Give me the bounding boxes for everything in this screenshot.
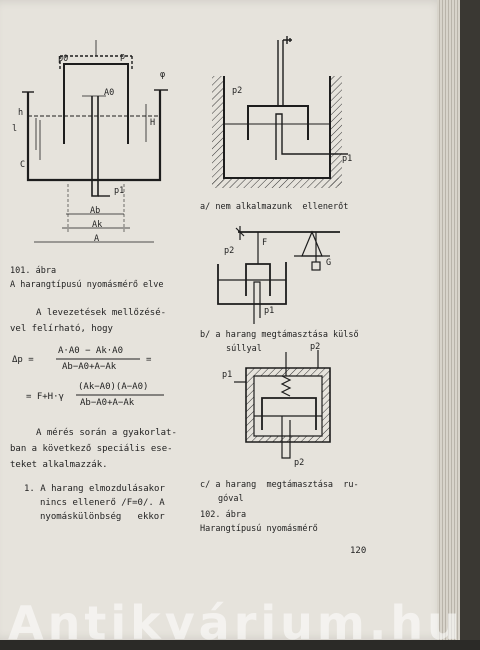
label-b-F: F: [262, 238, 268, 248]
label-l: l: [12, 124, 18, 134]
body-para1-line1: A levezetések mellőzésé-: [36, 308, 167, 318]
equation1-denominator: Ab−A0+A−Ak: [62, 362, 117, 372]
label-C: C: [20, 160, 26, 170]
equation1-equals: =: [146, 355, 152, 365]
page-number: 120: [350, 546, 367, 556]
label-Ab: Ab: [90, 206, 101, 216]
equation1-numerator: A·A0 − Ak·A0: [58, 346, 124, 356]
list-item1-line3: nyomáskülönbség ekkor: [40, 512, 165, 522]
figure-c-diagram: [234, 350, 331, 459]
equation1-lhs: Δp =: [12, 355, 34, 365]
label-H: H: [150, 118, 156, 128]
equation2-lhs: = F+H·γ: [26, 392, 64, 402]
label-b-p1: p1: [264, 306, 275, 316]
figure-102-number: 102. ábra: [200, 510, 247, 520]
figure-102-title: Harangtípusú nyomásmérő: [200, 524, 318, 534]
label-p1: p1: [114, 186, 125, 196]
equation1-fraction-bar: [56, 358, 140, 360]
label-c-p2: p2: [294, 458, 305, 468]
label-a-p1: p1: [342, 154, 353, 164]
book-binding-shadow: [460, 0, 480, 640]
figure-b-caption-1: b/ a harang megtámasztása külső: [200, 330, 359, 340]
label-phi: φ: [160, 70, 166, 80]
body-para2-line3: teket alkalmazzák.: [10, 460, 108, 470]
label-p0: p0: [58, 54, 69, 64]
label-Ak: Ak: [92, 220, 103, 230]
label-c-top: p2: [310, 342, 321, 352]
label-b-G: G: [326, 258, 332, 268]
figure-101-title: A harangtípusú nyomásmérő elve: [10, 280, 164, 290]
label-A0: A0: [104, 88, 115, 98]
label-a-p2: p2: [232, 86, 243, 96]
figure-b-diagram: [217, 226, 340, 324]
label-pa: p: [120, 52, 126, 62]
label-h: h: [18, 108, 24, 118]
equation2-fraction-bar: [76, 394, 164, 396]
body-para2-line2: ban a következő speciális ese-: [10, 444, 173, 454]
figure-101-number: 101. ábra: [10, 266, 57, 276]
body-para1-line2: vel felírható, hogy: [10, 324, 113, 334]
list-item1-line2: nincs ellenerő /F=0/. A: [40, 498, 165, 508]
figure-c-caption-1: c/ a harang megtámasztása ru-: [200, 480, 359, 490]
list-item1-line1: 1. A harang elmozdulásakor: [24, 484, 165, 494]
label-b-p2: p2: [224, 246, 235, 256]
figure-101-diagram: [22, 40, 168, 243]
equation2-numerator: (Ak−A0)(A−A0): [78, 382, 149, 392]
figure-c-caption-2: góval: [218, 494, 244, 504]
figure-a-caption: a/ nem alkalmazunk ellenerőt: [200, 202, 349, 212]
label-A: A: [94, 234, 100, 244]
equation2-denominator: Ab−A0+A−Ak: [80, 398, 135, 408]
figure-a-diagram: [212, 36, 348, 188]
label-c-p1: p1: [222, 370, 233, 380]
body-para2-line1: A mérés során a gyakorlat-: [36, 428, 177, 438]
watermark: Antikvárium.hu: [8, 596, 464, 650]
figure-b-caption-2: súllyal: [226, 344, 262, 354]
